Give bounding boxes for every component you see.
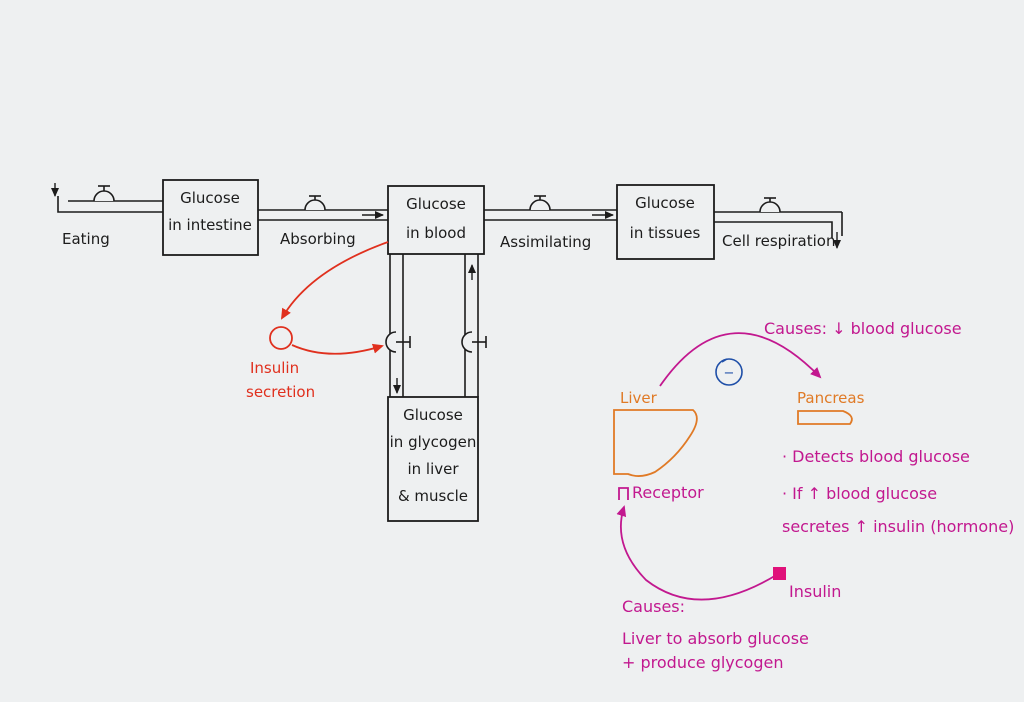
bottom-cause-line-3: + produce glycogen (622, 653, 783, 672)
insulin-label: Insulin (789, 582, 841, 601)
flow-label-absorbing: Absorbing (280, 230, 356, 248)
pancreas-label: Pancreas (797, 389, 865, 407)
stock-glycogen-line-4: & muscle (398, 487, 468, 505)
stock-box-tissues (616, 184, 715, 260)
insulin-secretion-converter (269, 326, 293, 350)
red-arrow-to-valve (291, 343, 384, 355)
insulin-secretion-line-1: Insulin (250, 359, 299, 377)
loop-polarity-badge: − (715, 358, 743, 386)
stock-blood-line-2: in blood (406, 224, 466, 242)
receptor-label: Receptor (632, 483, 704, 502)
stock-intestine-line-2: in intestine (168, 216, 252, 234)
stock-glycogen-line-2: in glycogen (390, 433, 477, 451)
red-arrow-to-insulin (280, 241, 389, 320)
vertical-arrows (393, 264, 476, 394)
top-cause-text: Causes: ↓ blood glucose (764, 319, 962, 338)
polarity-sign: − (724, 366, 735, 381)
insulin-square-icon (773, 567, 786, 580)
insulin-secretion-line-2: secretion (246, 383, 315, 401)
pancreas-shape (797, 410, 853, 425)
valve-absorbing (304, 195, 326, 211)
stock-box-blood (387, 185, 485, 255)
magenta-arrow-bottom (616, 505, 779, 601)
flow-label-cell-respiration: Cell respiration (722, 232, 835, 250)
vertical-pipes (389, 254, 479, 397)
stock-box-glycogen (387, 396, 479, 522)
pipe-arrows (51, 183, 841, 249)
valve-glycogenolysis (461, 331, 487, 353)
flow-label-eating: Eating (62, 230, 110, 248)
stock-glycogen-line-1: Glucose (403, 406, 463, 424)
pancreas-note-2: · If ↑ blood glucose (782, 484, 937, 503)
pancreas-note-1: · Detects blood glucose (782, 447, 970, 466)
pancreas-note-3: secretes ↑ insulin (hormone) (782, 517, 1014, 536)
valve-assimilating (529, 195, 551, 211)
flow-label-assimilating: Assimilating (500, 233, 591, 251)
valve-eating (93, 185, 115, 202)
stock-blood-line-1: Glucose (406, 195, 466, 213)
stock-intestine-line-1: Glucose (180, 189, 240, 207)
liver-shape (613, 409, 698, 477)
stock-box-intestine (162, 179, 259, 256)
valve-glycogenesis (385, 331, 411, 353)
magenta-arrow-top (659, 332, 822, 387)
bottom-cause-line-1: Causes: (622, 597, 685, 616)
stock-glycogen-line-3: in liver (407, 460, 459, 478)
stock-tissues-line-2: in tissues (630, 224, 701, 242)
stock-tissues-line-1: Glucose (635, 194, 695, 212)
liver-label: Liver (620, 389, 658, 407)
bottom-cause-line-2: Liver to absorb glucose (622, 629, 809, 648)
receptor-icon (618, 487, 629, 500)
valve-cell-respiration (759, 197, 781, 213)
